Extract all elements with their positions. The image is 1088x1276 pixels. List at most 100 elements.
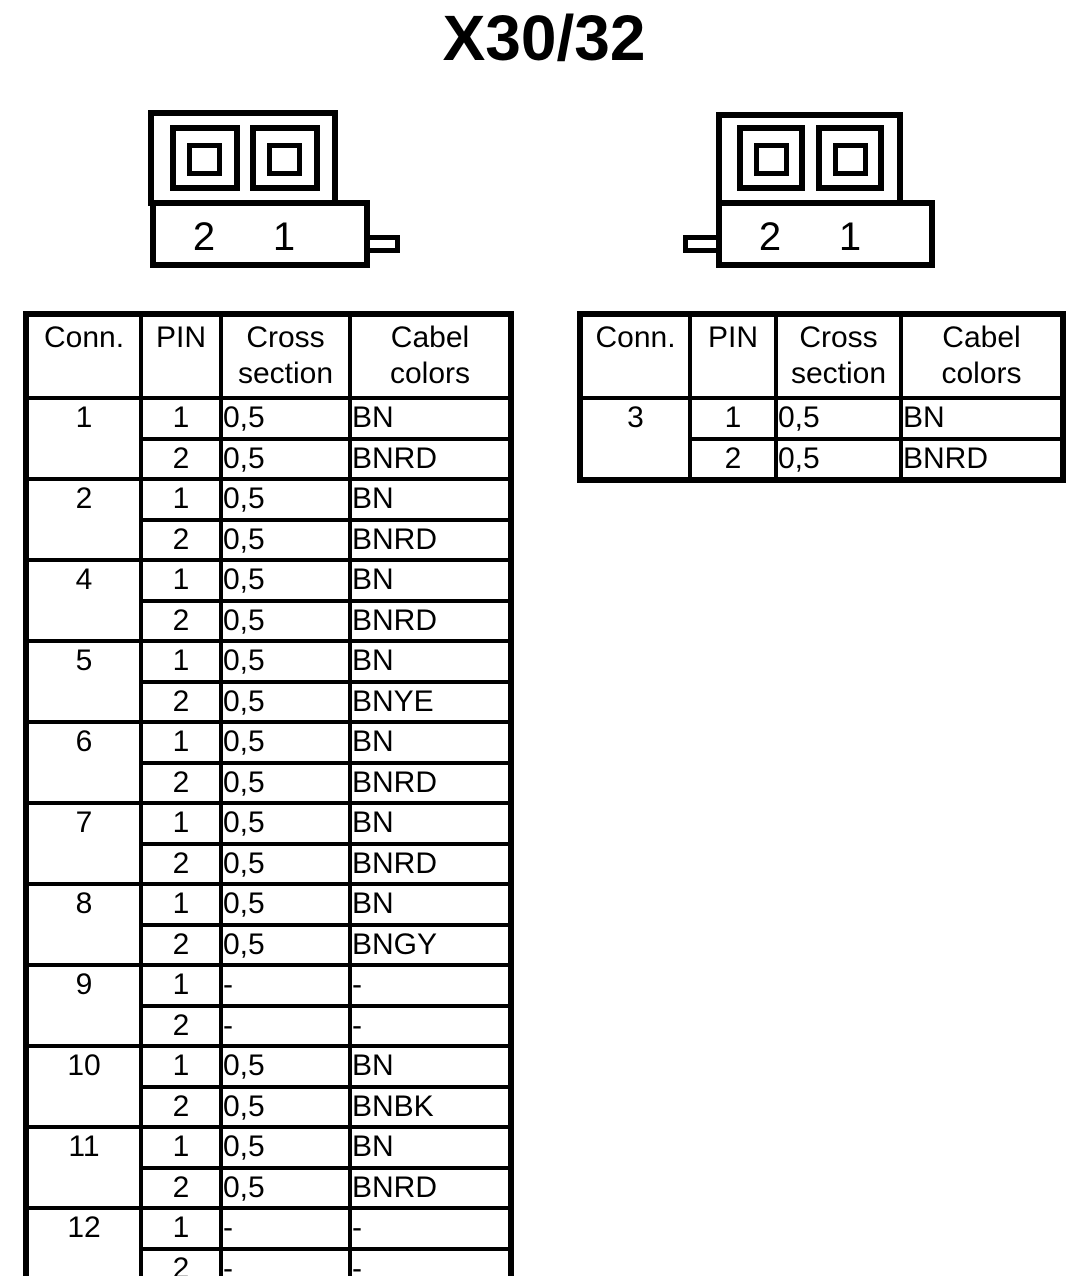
cross-section-cell: 0,5 (219, 760, 352, 805)
cross-section-cell: 0,5 (219, 639, 352, 684)
cross-section-cell: 0,5 (219, 517, 352, 562)
cable-color-cell: BNYE (348, 679, 513, 724)
cable-color-cell: BN (348, 558, 513, 603)
cable-color-cell: BNRD (348, 760, 513, 805)
connector-number-cell: 2 (24, 477, 143, 562)
cross-section-cell: 0,5 (219, 1165, 352, 1210)
pin-number-cell: 2 (139, 841, 223, 886)
cable-color-cell: BNRD (899, 436, 1065, 482)
column-header: Conn. (578, 312, 692, 400)
connector-body (150, 200, 370, 268)
pin-number-cell: 1 (139, 882, 223, 927)
cable-color-cell: BN (348, 882, 513, 927)
cross-section-cell: 0,5 (219, 882, 352, 927)
connector-number-cell: 10 (24, 1044, 143, 1129)
cross-section-cell: - (219, 1003, 352, 1048)
cross-section-cell: 0,5 (219, 558, 352, 603)
pin-row: 2-- (26, 1003, 513, 1048)
pin-number-cell: 2 (139, 1165, 223, 1210)
pin-cavity (250, 125, 320, 191)
pin-number-cell: 1 (139, 1044, 223, 1089)
cross-section-cell: 0,5 (219, 1044, 352, 1089)
cross-section-cell: - (219, 963, 352, 1008)
cable-color-cell: BNRD (348, 841, 513, 886)
cross-section-cell: 0,5 (774, 436, 903, 482)
connector-number-cell: 3 (578, 396, 692, 482)
pin-cavity (170, 125, 240, 191)
pin-number-label: 1 (272, 215, 296, 259)
cross-section-cell: 0,5 (219, 436, 352, 481)
cable-color-cell: BN (899, 396, 1065, 441)
pin-number-cell: 1 (139, 477, 223, 522)
cable-color-cell: BN (348, 639, 513, 684)
cross-section-cell: 0,5 (219, 598, 352, 643)
pin-number-cell: 1 (139, 396, 223, 441)
cable-color-cell: BNRD (348, 436, 513, 481)
pin-number-label: 2 (758, 215, 782, 259)
pin-number-cell: 2 (139, 1084, 223, 1129)
pin-number-cell: 1 (139, 639, 223, 684)
pin-number-cell: 2 (139, 436, 223, 481)
cross-section-cell: 0,5 (219, 922, 352, 967)
cross-section-cell: 0,5 (219, 1084, 352, 1129)
connector-number-cell: 6 (24, 720, 143, 805)
pin-number-cell: 2 (139, 760, 223, 805)
column-header: PIN (139, 312, 223, 400)
cross-section-cell: 0,5 (219, 720, 352, 765)
connector-number-cell: 5 (24, 639, 143, 724)
cable-color-cell: - (348, 1206, 513, 1251)
cross-section-cell: 0,5 (219, 396, 352, 441)
cable-color-cell: BN (348, 396, 513, 441)
connector-number-cell: 1 (24, 396, 143, 481)
connector-number-cell: 8 (24, 882, 143, 967)
cable-color-cell: BNRD (348, 1165, 513, 1210)
cable-color-cell: BN (348, 1044, 513, 1089)
cable-color-cell: BN (348, 1125, 513, 1170)
cable-color-cell: BN (348, 720, 513, 765)
pin-number-cell: 1 (139, 963, 223, 1008)
connector-number-cell: 4 (24, 558, 143, 643)
column-header: Cross section (774, 312, 903, 400)
cable-color-cell: - (348, 1003, 513, 1048)
column-header: Cross section (219, 312, 352, 400)
pin-terminal (754, 143, 789, 176)
pin-number-cell: 2 (139, 679, 223, 724)
connector-number-cell: 7 (24, 801, 143, 886)
connector-latch-tab (683, 235, 716, 253)
pin-terminal (833, 143, 868, 176)
cable-color-cell: - (348, 1246, 513, 1276)
connector-number-cell: 9 (24, 963, 143, 1048)
pin-number-cell: 2 (139, 1246, 223, 1276)
pin-number-cell: 1 (139, 558, 223, 603)
pin-terminal (267, 143, 302, 176)
pin-number-label: 1 (838, 215, 862, 259)
column-header: Conn. (24, 312, 143, 400)
cross-section-cell: 0,5 (219, 841, 352, 886)
cable-color-cell: BNRD (348, 598, 513, 643)
cable-color-cell: BNRD (348, 517, 513, 562)
cross-section-cell: 0,5 (219, 679, 352, 724)
pin-cavity (737, 125, 805, 191)
pin-number-cell: 2 (688, 436, 778, 482)
connector-number-cell: 12 (24, 1206, 143, 1276)
